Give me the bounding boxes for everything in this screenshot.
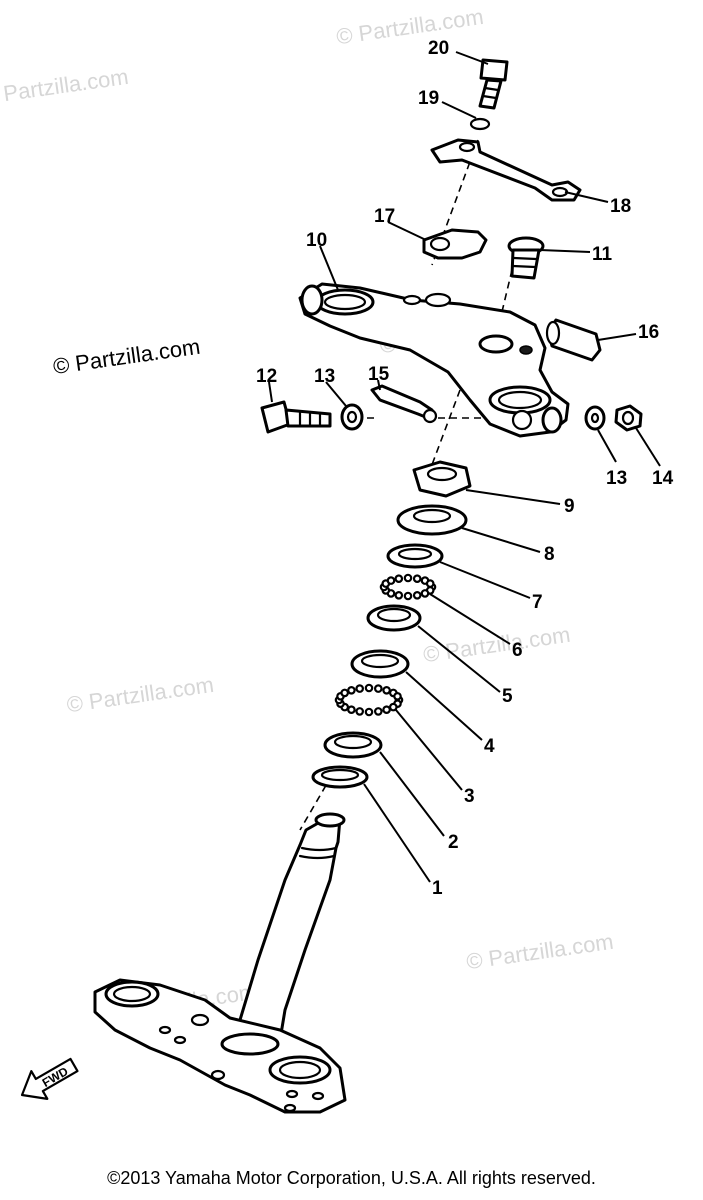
part-washer-13-left <box>340 403 364 431</box>
callout-18: 18 <box>610 196 631 217</box>
callout-16: 16 <box>638 322 659 343</box>
callout-20: 20 <box>428 38 449 59</box>
part-cable-guide-15 <box>370 384 438 424</box>
part-race-4 <box>350 649 410 679</box>
watermark: © Partzilla.com <box>0 64 130 109</box>
callout-8: 8 <box>544 544 555 565</box>
part-race-cover-7 <box>386 543 444 569</box>
part-bolt-12 <box>260 400 332 434</box>
copyright-notice: ©2013 Yamaha Motor Corporation, U.S.A. A… <box>107 1168 596 1188</box>
bearing-ball <box>382 685 391 695</box>
callout-11: 11 <box>592 244 613 265</box>
watermark: © Partzilla.com <box>65 672 215 717</box>
part-race-5 <box>366 604 422 632</box>
bearing-ball <box>425 579 435 588</box>
bearing-ball <box>347 705 356 715</box>
assembly-axis-mid <box>429 389 461 471</box>
bearing-ball <box>388 702 398 712</box>
part-washer-8 <box>396 504 468 536</box>
callout-3: 3 <box>464 786 475 807</box>
fwd-arrow-icon: FWD <box>20 1057 79 1100</box>
assembly-axis-low <box>299 774 333 831</box>
bearing-ball <box>420 589 430 598</box>
leader-lines <box>268 51 661 883</box>
part-upper-bracket-10 <box>298 282 570 438</box>
bearing-ball <box>386 576 396 585</box>
callout-numbers: 20 19 18 17 11 10 16 12 13 15 13 14 9 8 … <box>256 38 674 899</box>
callout-6: 6 <box>512 640 523 661</box>
callout-1: 1 <box>432 878 443 899</box>
bearing-ball <box>364 707 374 717</box>
callout-4: 4 <box>484 736 495 757</box>
bearing-ball <box>347 685 356 695</box>
bearing-ball <box>393 691 402 701</box>
callout-17: 17 <box>374 206 395 227</box>
callout-14: 14 <box>652 468 674 489</box>
watermark-dark: © Partzilla.com <box>51 334 201 379</box>
part-under-bracket-stem <box>93 812 347 1114</box>
callout-13-left: 13 <box>314 366 335 387</box>
callout-9: 9 <box>564 496 575 517</box>
bearing-ball <box>394 590 404 600</box>
bearing-ball <box>355 707 365 716</box>
callout-13-right: 13 <box>606 468 627 489</box>
callout-19: 19 <box>418 88 439 109</box>
bearing-ball <box>403 573 413 583</box>
part-washer-13-right <box>584 405 606 431</box>
part-ball-bearing-6 <box>379 573 437 601</box>
part-bracket-18 <box>430 138 582 202</box>
callout-2: 2 <box>448 832 459 853</box>
bearing-ball <box>403 591 413 601</box>
part-washer-19 <box>469 117 491 131</box>
watermark: © Partzilla.com <box>422 622 572 667</box>
watermark: © Partzilla.com <box>335 4 485 49</box>
callout-12: 12 <box>256 366 277 387</box>
part-dust-seal-1 <box>311 765 369 789</box>
bearing-ball <box>382 705 391 715</box>
bracket-hole <box>551 186 569 198</box>
part-bolt-20 <box>478 58 509 110</box>
part-cap-16 <box>545 318 602 362</box>
part-flange-bolt-11 <box>507 236 545 280</box>
bracket-hole <box>458 141 476 153</box>
bearing-ball <box>394 574 404 584</box>
part-ring-nut-9 <box>412 460 472 498</box>
callout-15: 15 <box>368 364 390 385</box>
callout-7: 7 <box>532 592 543 613</box>
part-nut-14 <box>614 404 643 432</box>
bearing-ball <box>412 590 422 600</box>
bearing-ball <box>355 684 365 693</box>
bearing-ball <box>364 683 374 693</box>
bearing-ball <box>373 684 383 693</box>
bearing-ball <box>373 707 383 716</box>
part-race-2 <box>323 731 383 759</box>
bearing-ball <box>340 688 350 698</box>
callout-5: 5 <box>502 686 513 707</box>
part-ball-bearing-3 <box>334 683 404 717</box>
callout-10: 10 <box>306 230 327 251</box>
clamp-hole <box>429 236 451 252</box>
watermark: © Partzilla.com <box>465 929 615 974</box>
bearing-ball <box>412 574 422 584</box>
